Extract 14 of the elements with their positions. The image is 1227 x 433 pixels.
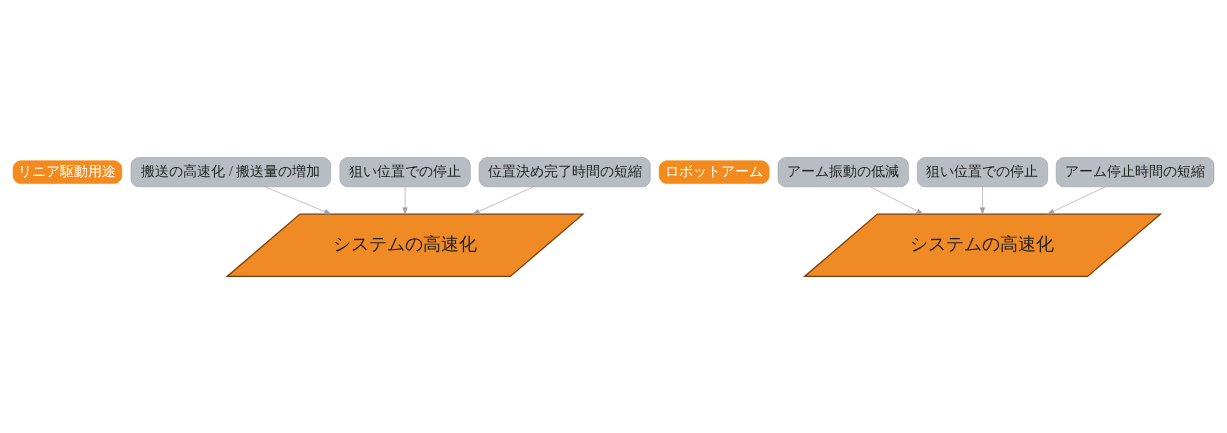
node-box: 位置決め完了時間の短縮 [478,156,651,187]
node-box: 搬送の高速化 / 搬送量の増加 [130,156,331,187]
arrow [264,186,332,214]
node-box: 狙い位置での停止 [916,156,1048,187]
node-box: ロボットアーム [658,159,770,184]
arrow [402,186,408,214]
arrow [472,186,534,214]
node-box: アーム停止時間の短縮 [1055,156,1215,187]
arrow [1047,186,1106,214]
node-box: リニア駆動用途 [12,159,123,184]
node-box: 狙い位置での停止 [339,156,471,187]
arrow [979,186,986,214]
arrow [870,186,924,214]
node-box: アーム振動の低減 [777,156,909,187]
